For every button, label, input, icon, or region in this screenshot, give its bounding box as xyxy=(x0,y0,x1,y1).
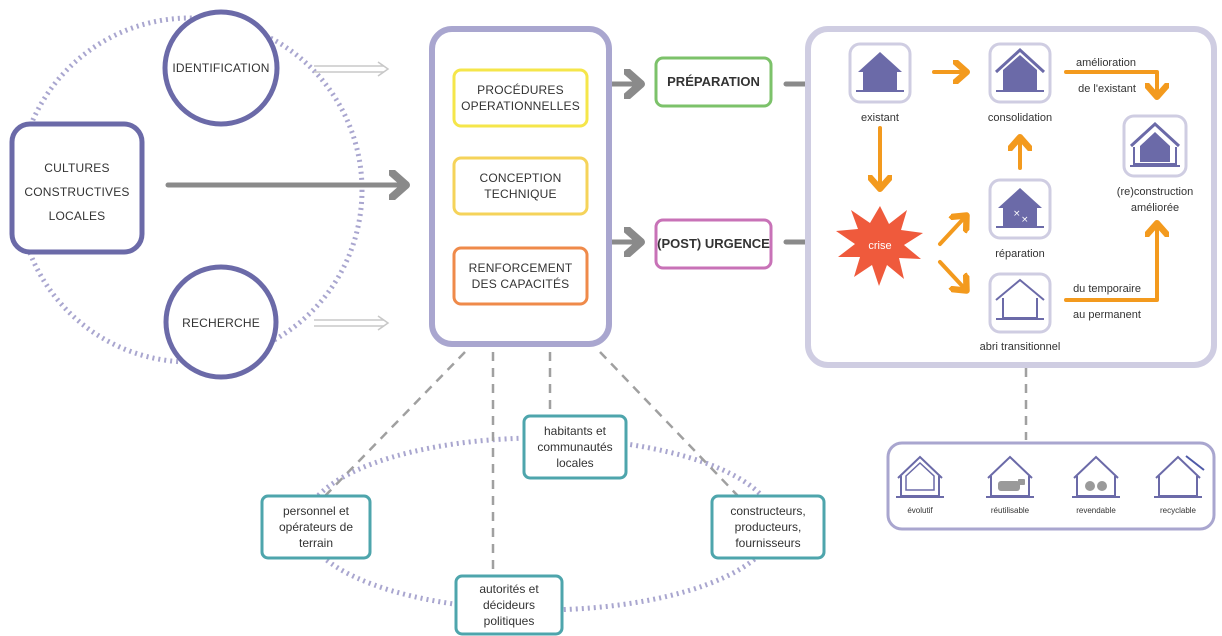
identification-circle xyxy=(162,9,280,127)
renforcement-box xyxy=(452,246,589,306)
abri-label: abri transitionnel xyxy=(979,341,1061,353)
constructeurs-label: constructeurs, producteurs, fournisseurs xyxy=(730,504,806,550)
reutilisable-icon xyxy=(986,455,1034,498)
house-reconstruction-icon xyxy=(1122,114,1188,178)
house-reparation-icon: × × xyxy=(988,178,1052,240)
renforcement-label: RENFORCEMENT DES CAPACITÉS xyxy=(468,261,573,291)
preparation-label: PRÉPARATION xyxy=(667,74,760,89)
evolutif-icon xyxy=(896,455,944,498)
orange-arrows xyxy=(880,72,1157,302)
consolidation-label: consolidation xyxy=(987,112,1053,124)
cultures-box xyxy=(9,121,145,255)
habitants-box xyxy=(522,414,628,480)
reconstruction-label: (re)construction améliorée xyxy=(1116,186,1194,214)
conception-box xyxy=(452,156,589,216)
urgence-label: (POST) URGENCE xyxy=(657,236,770,251)
recherche-circle xyxy=(163,264,279,380)
amelioration-label-2: de l'existant xyxy=(1078,83,1136,95)
personnel-label: personnel et opérateurs de terrain xyxy=(278,504,354,550)
svg-text:×: × xyxy=(1021,215,1029,225)
procedures-label: PROCÉDURES OPERATIONNELLES xyxy=(461,83,580,113)
urgence-box xyxy=(654,218,773,270)
existant-label: existant xyxy=(861,112,899,124)
amelioration-label-1: amélioration xyxy=(1076,57,1136,69)
house-existant-icon xyxy=(848,42,912,104)
house-consolidation-icon xyxy=(988,42,1052,104)
house-abri-icon xyxy=(988,272,1052,334)
cultures-label: CULTURES CONSTRUCTIVES LOCALES xyxy=(24,161,130,223)
shelter-type-revendable: revendable xyxy=(1076,506,1116,515)
reparation-label: réparation xyxy=(995,248,1045,260)
recherche-label: RECHERCHE xyxy=(182,316,260,330)
svg-text:×: × xyxy=(1013,209,1021,219)
autorites-label: autorités et décideurs politiques xyxy=(479,582,539,628)
preparation-box xyxy=(654,56,773,108)
crise-burst xyxy=(836,206,923,286)
temporaire-label-2: au permanent xyxy=(1073,309,1141,321)
light-arrows xyxy=(314,61,390,331)
recyclable-icon xyxy=(1154,455,1205,498)
shelter-type-recyclable: recyclable xyxy=(1159,506,1196,515)
actor-links xyxy=(324,351,1028,576)
shelter-type-evolutif: évolutif xyxy=(907,506,933,515)
crise-label: crise xyxy=(868,240,892,252)
procedures-box xyxy=(452,68,589,128)
personnel-box xyxy=(260,494,372,560)
constructeurs-box xyxy=(710,494,826,560)
revendable-icon xyxy=(1072,455,1120,498)
temporaire-label-1: du temporaire xyxy=(1073,283,1141,295)
habitants-label: habitants et communautés locales xyxy=(537,424,613,470)
shelter-types-panel xyxy=(886,441,1216,531)
identification-label: IDENTIFICATION xyxy=(172,61,270,75)
autorites-box xyxy=(454,574,564,636)
shelter-type-reutilisable: réutilisable xyxy=(990,506,1030,515)
conception-label: CONCEPTION TECHNIQUE xyxy=(479,171,562,201)
